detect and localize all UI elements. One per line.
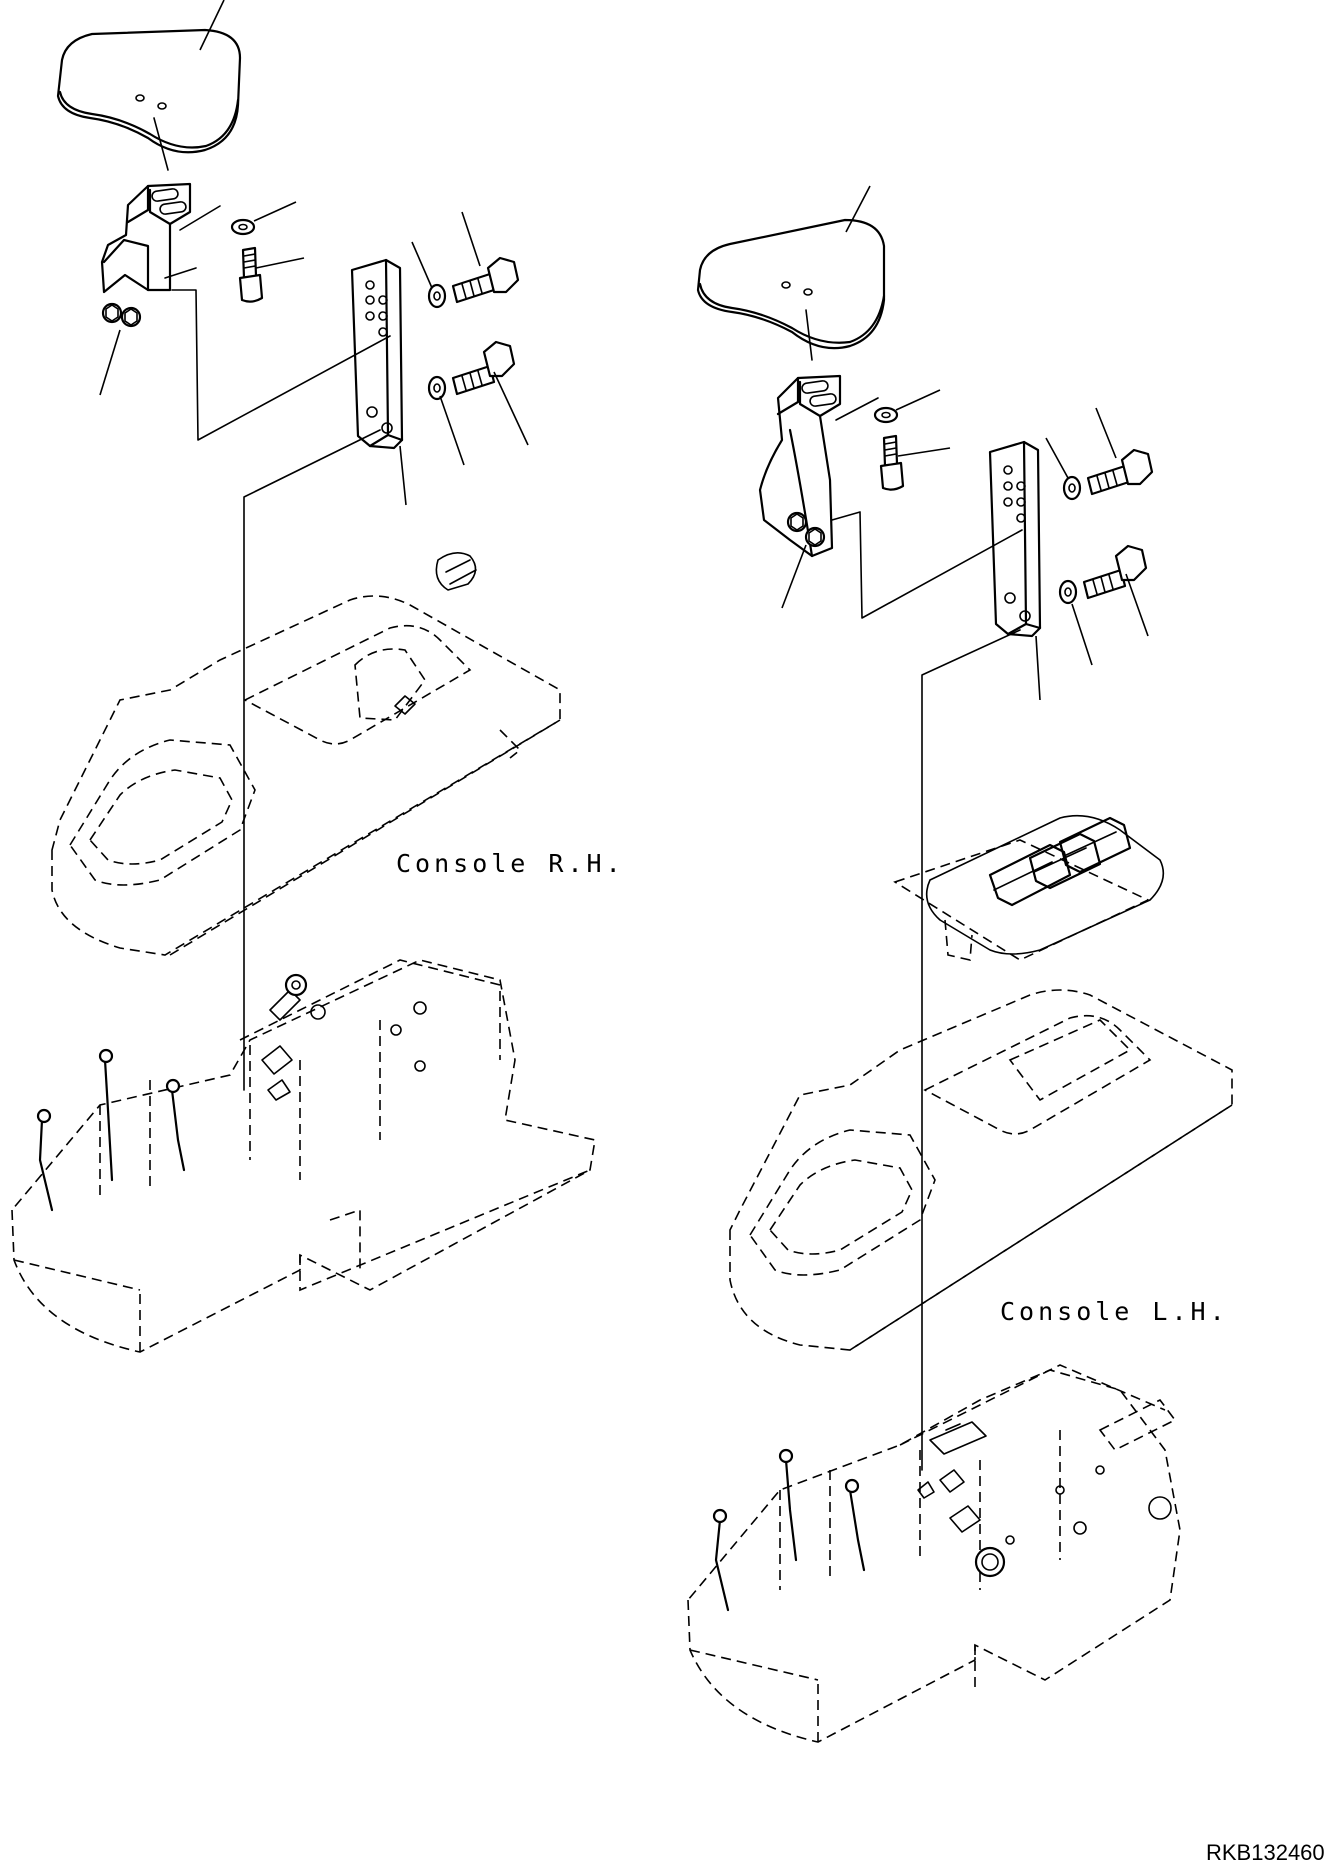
bolt-lower-lh [1082,544,1148,600]
drawing-number: RKB132460 [1206,1840,1325,1865]
bolt-lower-rh [451,340,516,396]
bolt-upper-rh [451,256,520,304]
console-cover-lh [729,989,1233,1351]
armrest-assembly-lh: Console L.H. [687,185,1233,1743]
mounting-plate-rh [350,258,404,450]
console-base-lh [687,1364,1181,1743]
armrest-bracket-lh [758,374,842,558]
console-lh-label: Console L.H. [1000,1297,1229,1326]
mounting-plate-lh [988,440,1042,638]
leader-lines-rh [99,0,529,506]
washer-lower-lh [1058,579,1078,605]
bolt-small-rh [238,246,264,303]
armrest-assembly-rh: Console R.H. [11,0,625,1353]
assembly-lines-lh [805,309,1023,1471]
console-rh-label: Console R.H. [396,849,625,878]
armrest-pad-lh [696,218,886,350]
washer-upper-lh [1062,475,1082,501]
washer-lower-rh [427,375,447,401]
bolt-small-lh [879,434,905,491]
console-base-rh [11,959,596,1353]
switch-panel-lh [893,814,1165,961]
washer-upper-rh [427,283,447,309]
washer-small-lh [873,406,899,424]
armrest-pad-rh [56,28,242,154]
assembly-lines-rh [153,117,391,1091]
console-cover-rh [51,552,561,956]
leader-lines-lh [781,185,1149,701]
bolt-upper-lh [1086,448,1154,496]
washer-small-rh [230,218,256,236]
armrest-bracket-rh [100,182,192,328]
